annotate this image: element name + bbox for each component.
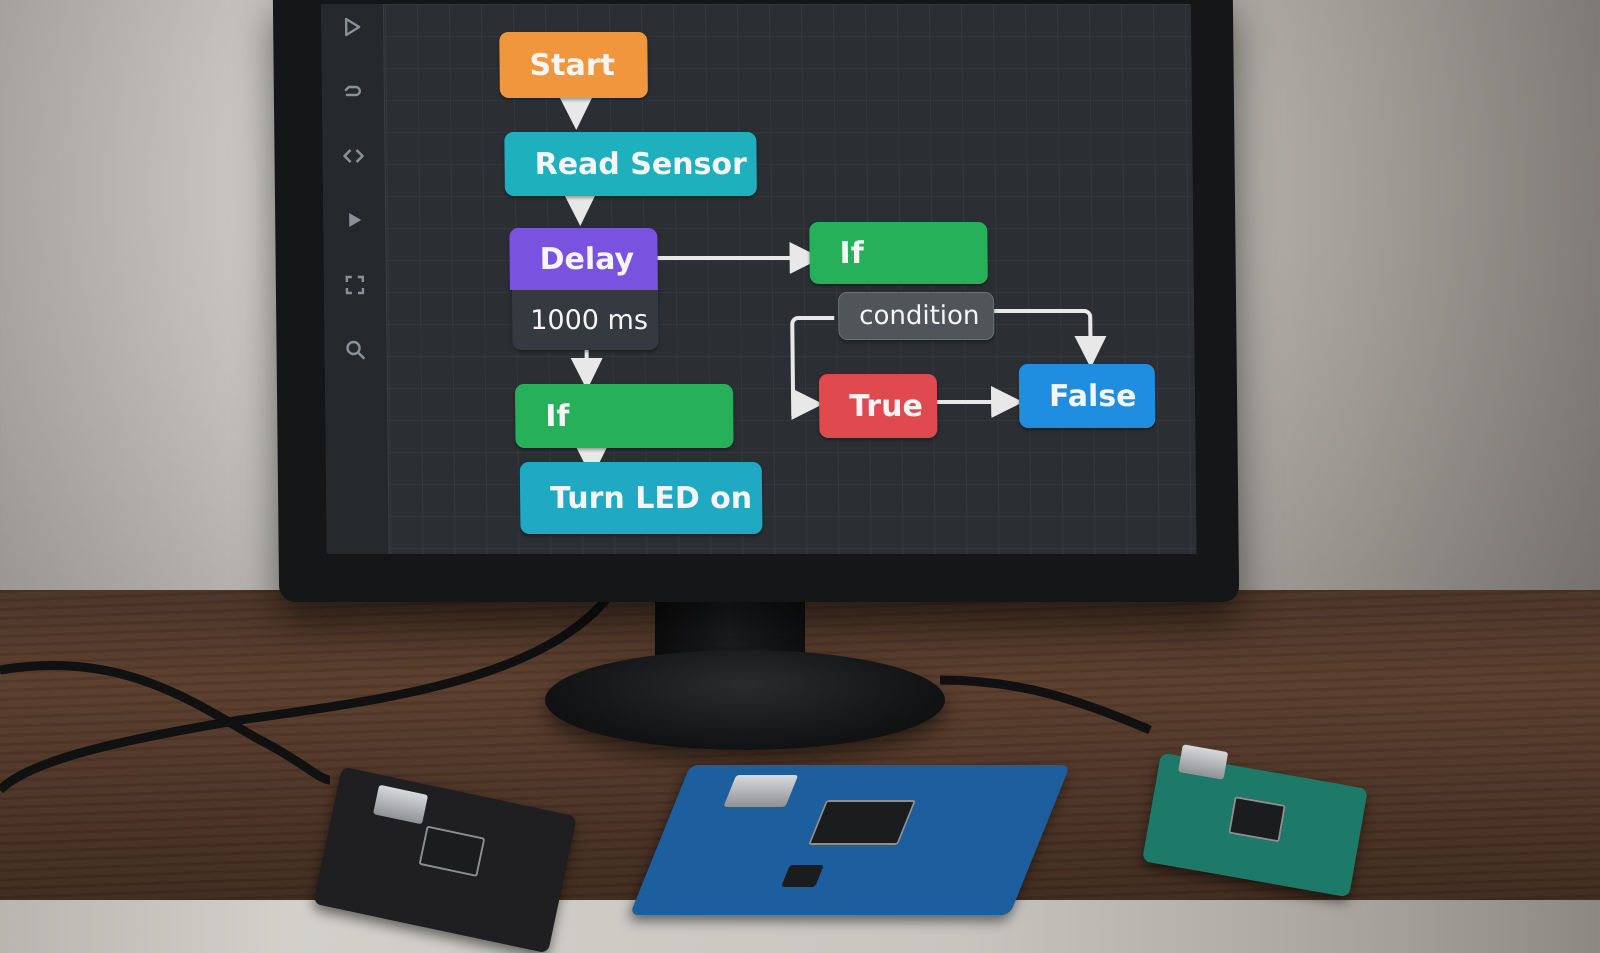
fullscreen-icon bbox=[343, 273, 367, 297]
center-board-usb-port bbox=[723, 775, 798, 807]
center-board bbox=[630, 765, 1071, 915]
delay-duration-value: 1000 ms bbox=[530, 305, 648, 336]
monitor-stand-base bbox=[545, 650, 945, 750]
monitor: Start Read Sensor Delay 1000 ms If condi… bbox=[273, 0, 1239, 602]
left-board-usb-port bbox=[373, 785, 428, 825]
node-if-right-label: If bbox=[839, 236, 864, 271]
node-true-label: True bbox=[849, 389, 923, 424]
node-delay-label: Delay bbox=[539, 242, 634, 277]
node-start[interactable]: Start bbox=[499, 32, 648, 98]
flow-editor-screen: Start Read Sensor Delay 1000 ms If condi… bbox=[321, 4, 1197, 554]
right-board-chip bbox=[1228, 796, 1286, 842]
node-start-label: Start bbox=[529, 48, 615, 83]
editor-toolbar bbox=[321, 4, 390, 554]
run-outline-button[interactable] bbox=[333, 8, 371, 46]
node-if-left[interactable]: If bbox=[515, 384, 734, 448]
node-delay[interactable]: Delay bbox=[509, 228, 658, 290]
fullscreen-button[interactable] bbox=[336, 266, 374, 304]
play-outline-icon bbox=[340, 15, 364, 39]
node-delay-param[interactable]: 1000 ms bbox=[512, 290, 659, 350]
node-turn-led-on-label: Turn LED on bbox=[550, 481, 752, 516]
play-button[interactable] bbox=[335, 201, 373, 239]
node-false-label: False bbox=[1049, 379, 1137, 414]
node-read-sensor-label: Read Sensor bbox=[534, 147, 747, 182]
node-if-right[interactable]: If bbox=[809, 222, 988, 284]
center-board-regulator bbox=[781, 865, 824, 887]
node-if-left-label: If bbox=[545, 399, 570, 434]
code-view-button[interactable] bbox=[334, 137, 372, 175]
center-board-chip bbox=[808, 800, 916, 845]
left-board-chip bbox=[418, 825, 485, 877]
node-condition[interactable]: condition bbox=[838, 292, 995, 340]
search-icon bbox=[343, 338, 367, 362]
search-button[interactable] bbox=[336, 331, 374, 369]
node-false[interactable]: False bbox=[1019, 364, 1156, 428]
undo-icon bbox=[341, 79, 365, 103]
node-read-sensor[interactable]: Read Sensor bbox=[504, 132, 757, 196]
undo-button[interactable] bbox=[334, 72, 372, 110]
edge-condition-false bbox=[992, 311, 1091, 360]
node-true[interactable]: True bbox=[819, 374, 938, 438]
play-icon bbox=[342, 208, 366, 232]
node-condition-label: condition bbox=[859, 301, 980, 331]
code-icon bbox=[341, 144, 365, 168]
node-turn-led-on[interactable]: Turn LED on bbox=[520, 462, 763, 534]
